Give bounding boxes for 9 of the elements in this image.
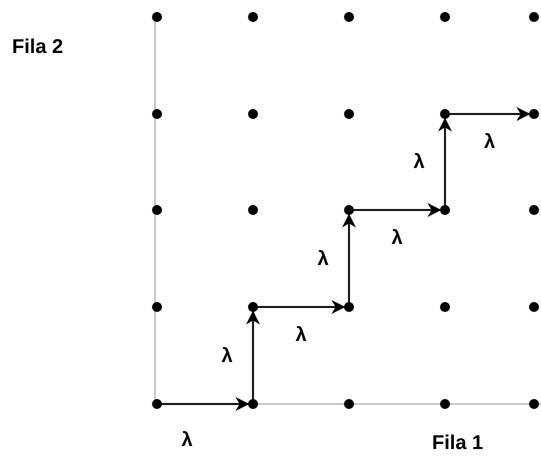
arrow [450, 107, 530, 121]
arrow [342, 214, 356, 302]
arrow [438, 118, 452, 205]
arrow [258, 300, 346, 314]
arrow [354, 203, 442, 217]
axis-label: Fila 1 [432, 433, 484, 453]
axis-label: Fila 2 [12, 37, 64, 57]
arrow [246, 310, 260, 399]
arrow [162, 397, 250, 411]
